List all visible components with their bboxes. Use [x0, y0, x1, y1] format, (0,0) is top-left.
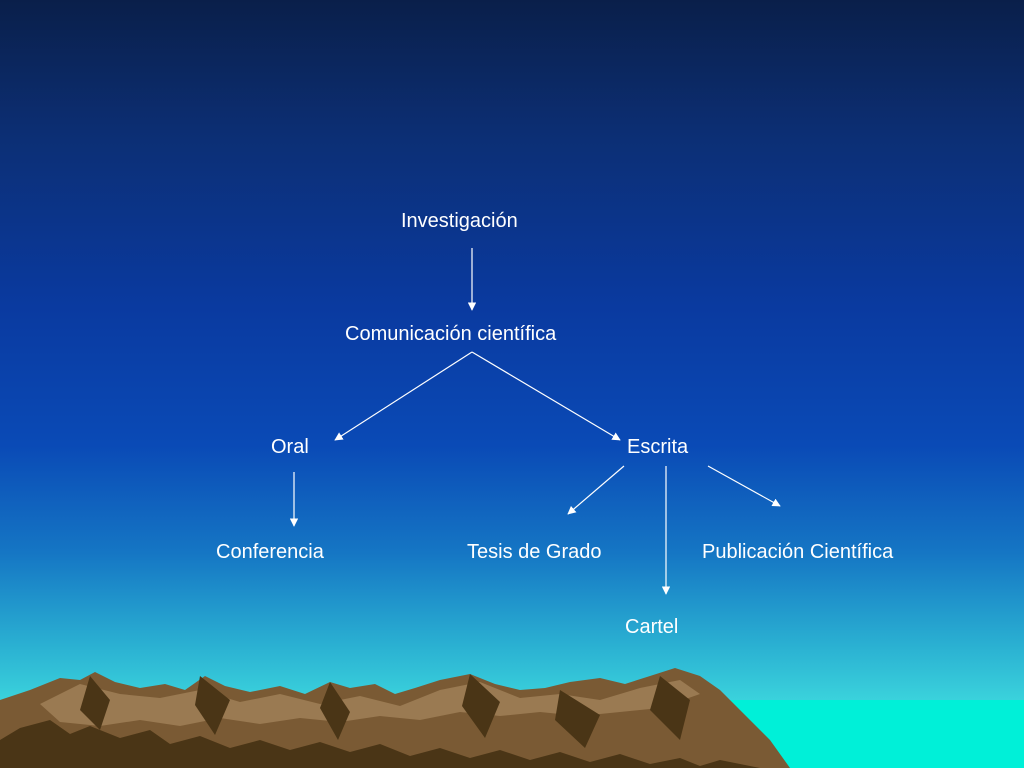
mountain-shadows [0, 720, 760, 768]
node-cartel: Cartel [625, 616, 679, 638]
arrow-comunicacion-oral [334, 351, 473, 441]
mountain-shadow-a [80, 676, 110, 730]
arrow-escrita-publicacion [707, 465, 781, 507]
mountain-shadow-e [555, 690, 600, 748]
arrow-comunicacion-escrita [471, 351, 621, 441]
node-comunicacion-cientifica: Comunicación científica [345, 323, 557, 345]
node-publicacion-cientifica: Publicación Científica [702, 541, 894, 563]
node-escrita: Escrita [627, 436, 689, 458]
arrow-escrita-tesis [567, 465, 625, 515]
mountain-shadow-b [195, 676, 230, 735]
mountain-shadow-c [320, 682, 350, 740]
node-investigacion: Investigación [401, 210, 518, 232]
node-oral: Oral [271, 436, 309, 458]
mountain-shadow-f [650, 676, 690, 740]
mountain-shadow-d [462, 674, 500, 738]
node-tesis-de-grado: Tesis de Grado [467, 541, 602, 563]
node-conferencia: Conferencia [216, 541, 324, 563]
